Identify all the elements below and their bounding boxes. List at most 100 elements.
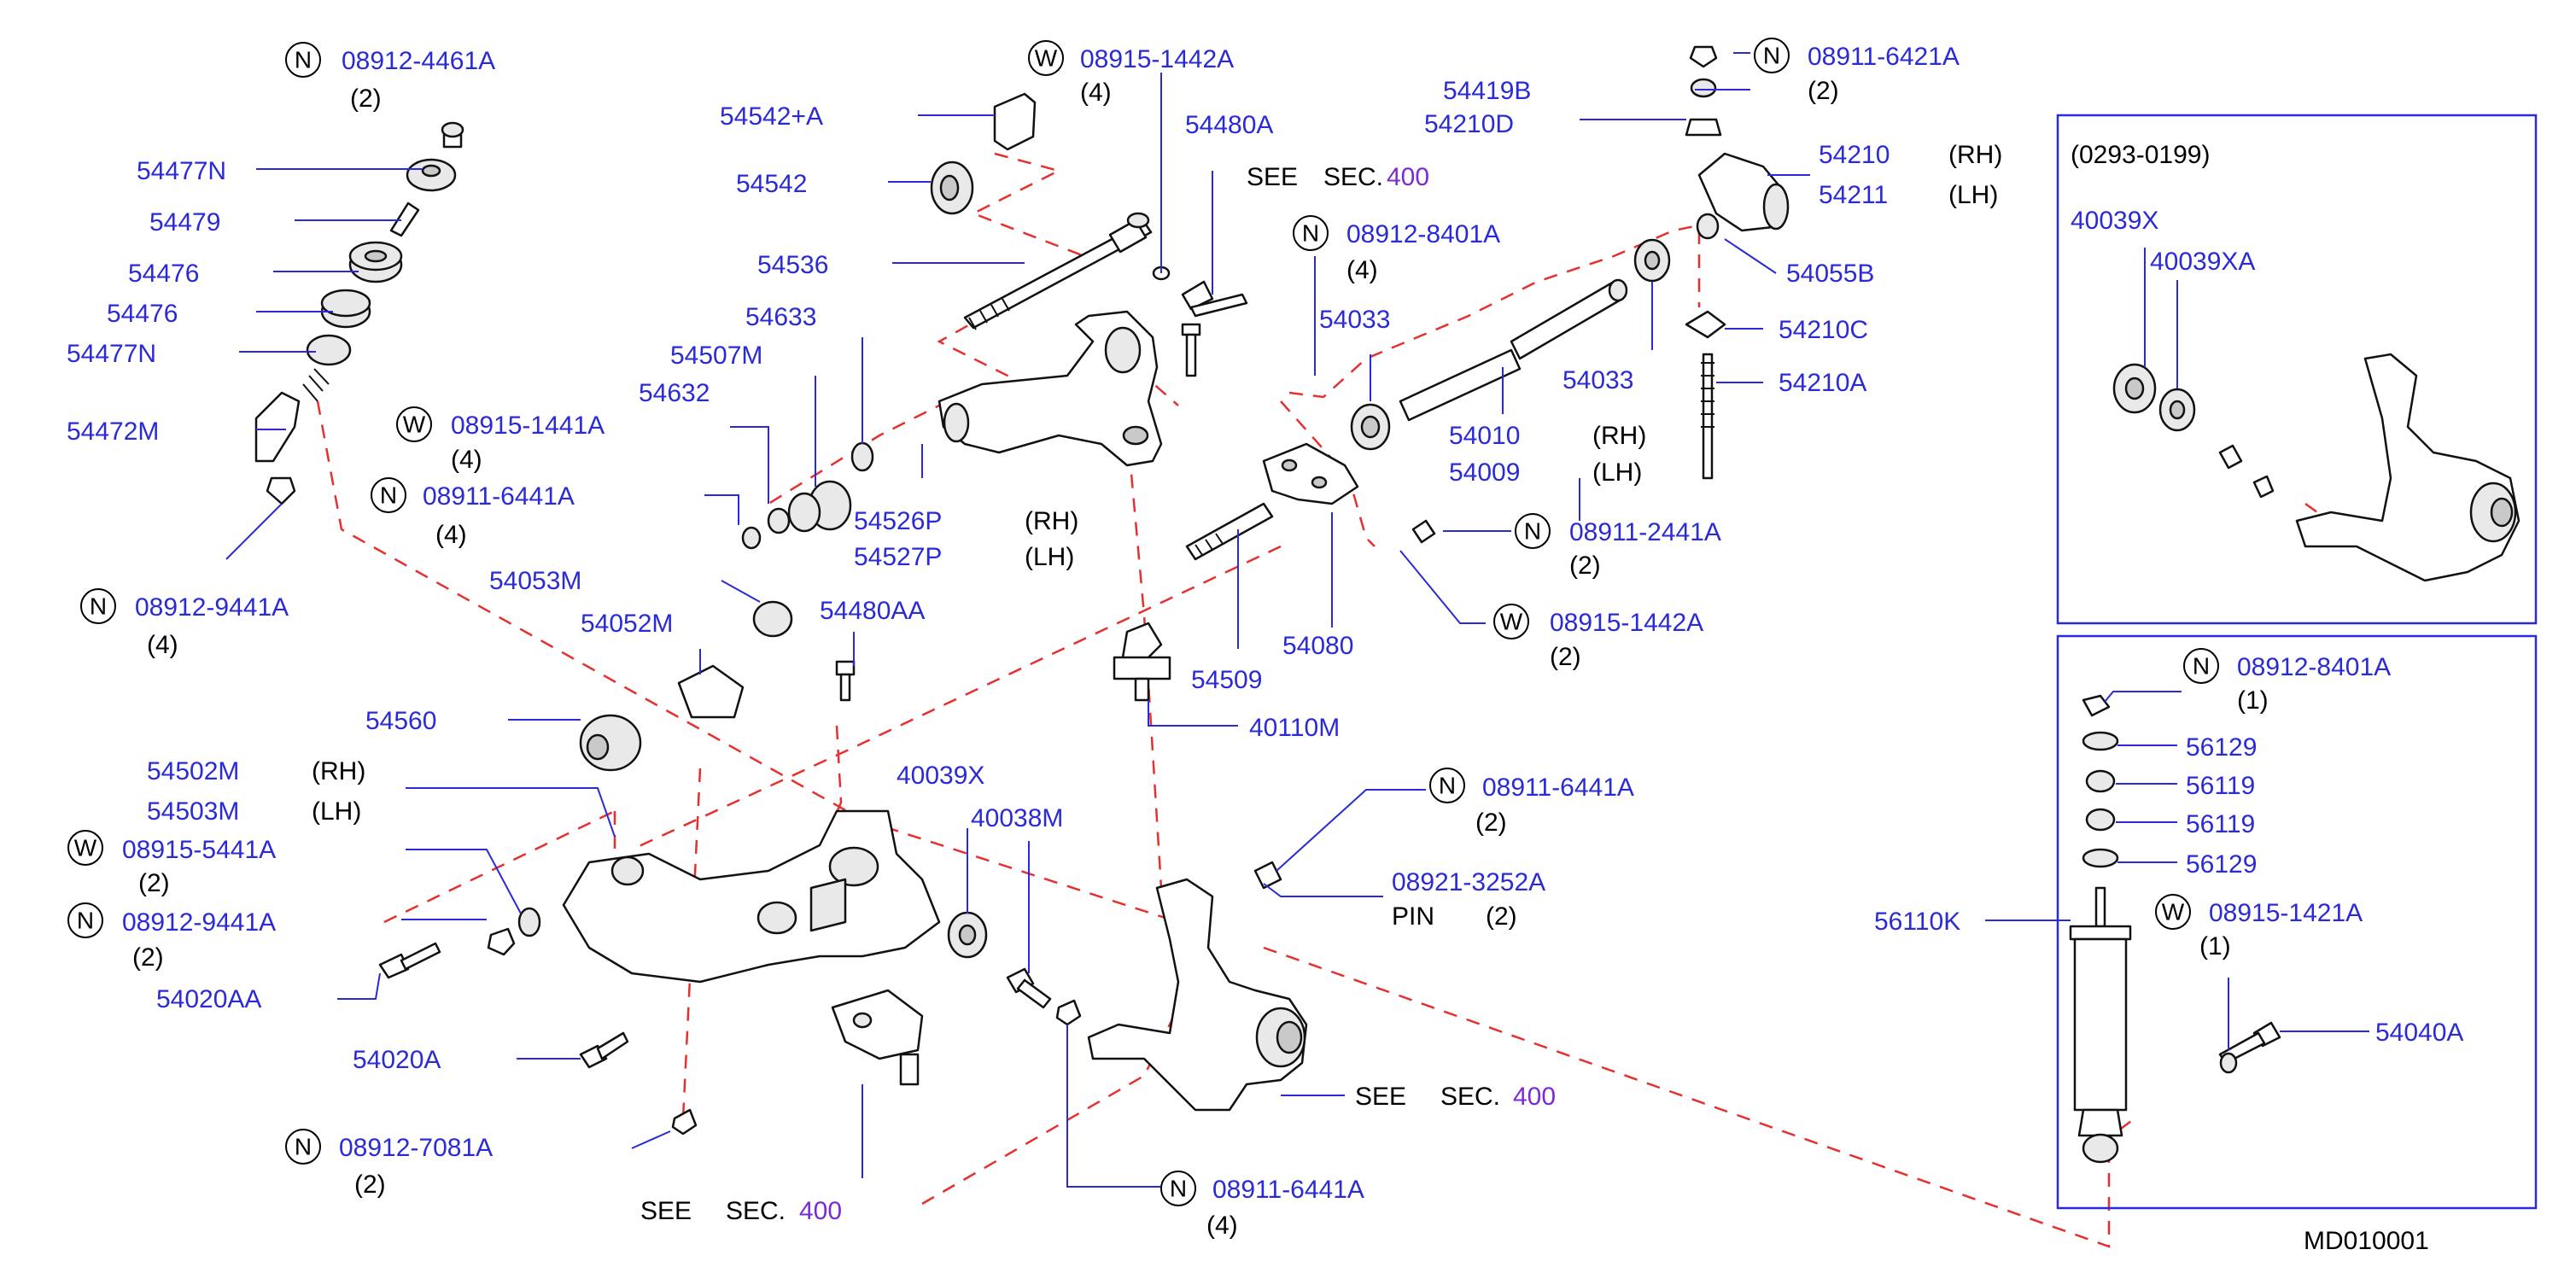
label-08911-6441A-a: 08911-6441A (423, 482, 575, 511)
qty: (2) (354, 1171, 386, 1199)
see-text-2: SEE (640, 1197, 692, 1225)
label-54053M: 54053M (489, 567, 581, 595)
label-54080: 54080 (1282, 632, 1353, 660)
shaft-54509 (1185, 502, 1274, 561)
bushing-set-left (741, 441, 874, 550)
label-54020AA: 54020AA (156, 985, 261, 1013)
label-54509: 54509 (1191, 666, 1262, 694)
mark-W-08915-1421A: W (2155, 894, 2191, 930)
lh: (LH) (1025, 543, 1074, 571)
label-54020A: 54020A (353, 1046, 441, 1074)
see-text-1: SEE (1247, 163, 1298, 191)
ball-joint-40110M (1113, 622, 1171, 702)
label-56129-b: 56129 (2186, 850, 2257, 879)
see-text-3: SEE (1355, 1083, 1406, 1111)
qty: (4) (1206, 1212, 1238, 1240)
label-08912-9441A-a: 08912-9441A (135, 593, 289, 622)
lower-link-54502M (562, 809, 941, 984)
label-54477N-a: 54477N (137, 157, 226, 185)
label-54472M: 54472M (67, 417, 159, 446)
label-08915-1442A-b: 08915-1442A (1550, 609, 1703, 637)
inset-box-bottom (2056, 634, 2538, 1210)
nut-08912-7081A (671, 1108, 698, 1136)
qty: (2) (1475, 809, 1507, 837)
svg-text:N: N (295, 47, 312, 73)
mark-N-08911-6421A: N (1754, 38, 1790, 73)
qty: (2) (132, 943, 164, 972)
bushing-54542 (930, 161, 974, 215)
svg-text:N: N (90, 593, 107, 620)
svg-text:N: N (1170, 1176, 1187, 1202)
label-54010: 54010 (1449, 422, 1520, 450)
sec-number-1[interactable]: 400 (1387, 163, 1429, 191)
mark-N-08911-6441A-c: N (1160, 1171, 1196, 1206)
svg-text:N: N (2193, 653, 2210, 680)
lh: (LH) (1592, 458, 1642, 487)
label-56110K: 56110K (1874, 908, 1960, 936)
label-54526P: 54526P (854, 507, 942, 535)
inset-knuckle-drawing (2112, 353, 2521, 582)
svg-text:N: N (1763, 43, 1780, 69)
qty: (2) (350, 85, 382, 113)
label-54480AA: 54480AA (820, 597, 925, 625)
inset-range: (0293-0199) (2071, 141, 2210, 169)
label-54542A: 54542+A (720, 102, 823, 131)
qty: (2) (1808, 77, 1839, 105)
qty: (2) (138, 869, 170, 897)
label-54542: 54542 (736, 170, 807, 198)
svg-text:W: W (1500, 609, 1523, 635)
qty: (4) (451, 446, 482, 474)
label-40039X: 40039X (897, 762, 984, 790)
svg-text:N: N (295, 1134, 312, 1160)
rh: (RH) (1025, 507, 1078, 535)
pin-text: PIN (1392, 902, 1434, 931)
label-54632: 54632 (639, 379, 710, 407)
steering-knuckle (1087, 878, 1308, 1112)
mark-N-08912-9441A-a: N (80, 588, 116, 624)
mark-W-08915-1441A: W (396, 406, 432, 442)
label-56129-a: 56129 (2186, 733, 2257, 762)
svg-text:N: N (380, 482, 397, 509)
label-54502M: 54502M (147, 757, 239, 785)
label-08915-1442A-a: 08915-1442A (1080, 45, 1234, 73)
label-54040A: 54040A (2375, 1019, 2463, 1047)
label-54476-a: 54476 (128, 260, 199, 288)
shock-absorber-56110K (2069, 886, 2132, 1164)
label-08911-6441A-b: 08911-6441A (1482, 774, 1634, 802)
washer-54055B (1696, 213, 1720, 240)
label-54560: 54560 (365, 707, 436, 735)
bolt-54480A (1181, 280, 1248, 318)
sec-number-2[interactable]: 400 (799, 1197, 842, 1225)
svg-text:W: W (74, 835, 97, 861)
nut-08911-6441A-lower (1055, 999, 1082, 1026)
cover-54052M (677, 664, 745, 719)
label-56119-b: 56119 (2186, 810, 2255, 838)
label-inset-40039X: 40039X (2071, 207, 2158, 235)
lower-ball-joint (831, 989, 924, 1086)
label-08912-7081A: 08912-7081A (339, 1134, 493, 1162)
svg-text:N: N (1439, 773, 1456, 799)
lh: (LH) (312, 797, 361, 826)
bushing-54033-left (1350, 403, 1391, 451)
label-40038M: 40038M (971, 804, 1063, 832)
label-54476-b: 54476 (107, 300, 178, 328)
label-08912-9441A-b: 08912-9441A (122, 908, 276, 937)
label-54477N-b: 54477N (67, 340, 156, 368)
mark-N-08912-9441A-b: N (67, 902, 103, 938)
label-54479: 54479 (149, 208, 220, 236)
qty: (4) (1080, 79, 1112, 107)
washer-08915-5441A (517, 907, 541, 937)
label-08912-4461A: 08912-4461A (342, 47, 495, 75)
sec-number-3[interactable]: 400 (1513, 1083, 1556, 1111)
cap-54210C (1685, 310, 1726, 339)
bolt-54020A (579, 1031, 629, 1069)
label-08911-2441A: 08911-2441A (1569, 518, 1721, 546)
label-40110M: 40110M (1249, 714, 1340, 742)
rh: (RH) (1592, 422, 1646, 450)
rh: (RH) (312, 757, 365, 785)
qty: (2) (1569, 552, 1601, 580)
shock-mount-stack (2082, 694, 2119, 868)
label-54210C: 54210C (1779, 316, 1868, 344)
label-54507M: 54507M (670, 342, 762, 370)
svg-text:W: W (2162, 899, 2185, 925)
